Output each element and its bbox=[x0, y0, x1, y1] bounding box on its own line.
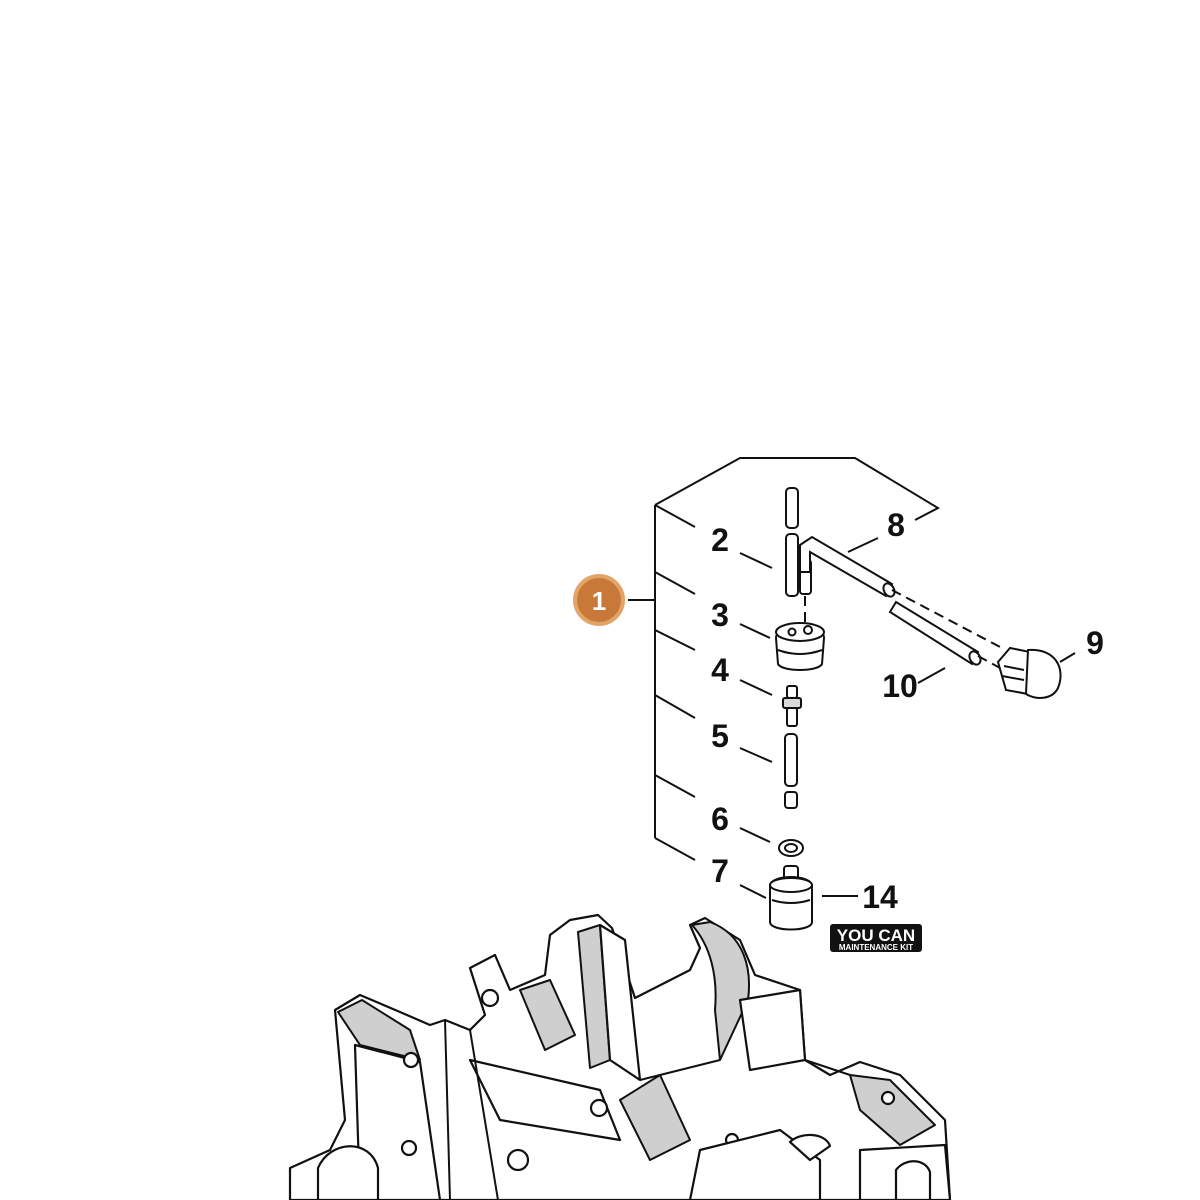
callout-6[interactable]: 6 bbox=[711, 801, 771, 843]
callout-7[interactable]: 7 bbox=[711, 853, 767, 899]
callout-4[interactable]: 4 bbox=[711, 652, 773, 696]
part-10-hose bbox=[888, 600, 982, 666]
callout-4-label: 4 bbox=[711, 652, 729, 688]
callout-5-label: 5 bbox=[711, 718, 729, 754]
assembly-bracket bbox=[628, 457, 941, 861]
callout-8-label: 8 bbox=[887, 507, 905, 543]
callout-3-label: 3 bbox=[711, 597, 729, 633]
kit-logo-brand: YOU CAN bbox=[837, 926, 915, 945]
callout-3[interactable]: 3 bbox=[711, 597, 771, 639]
callout-6-label: 6 bbox=[711, 801, 729, 837]
part-6-oring bbox=[778, 839, 804, 857]
callout-10-label: 10 bbox=[882, 668, 918, 704]
part-3-grommet bbox=[774, 622, 826, 671]
assembly-badge-number: 1 bbox=[592, 586, 606, 616]
callout-7-label: 7 bbox=[711, 853, 729, 889]
callout-9-label: 9 bbox=[1086, 625, 1104, 661]
part-2-hose bbox=[785, 487, 812, 597]
callout-2[interactable]: 2 bbox=[711, 522, 773, 569]
assembly-badge[interactable]: 1 bbox=[573, 574, 625, 626]
callout-14-label: 14 bbox=[862, 879, 898, 915]
callout-9[interactable]: 9 bbox=[1059, 625, 1104, 663]
callout-5[interactable]: 5 bbox=[711, 718, 773, 763]
part-7-pickup-body bbox=[769, 865, 813, 931]
part-8-bent-hose bbox=[799, 535, 896, 598]
callout-10[interactable]: 10 bbox=[882, 667, 946, 704]
part-5-hose bbox=[784, 733, 798, 809]
callout-8[interactable]: 8 bbox=[847, 507, 905, 553]
part-9-primer-bulb bbox=[996, 646, 1062, 699]
kit-logo-subtitle: MAINTENANCE KIT bbox=[839, 943, 913, 952]
callout-2-label: 2 bbox=[711, 522, 729, 558]
maintenance-kit-logo: YOU CAN MAINTENANCE KIT bbox=[830, 924, 922, 952]
callout-14[interactable]: 14 bbox=[822, 879, 898, 915]
part-4-fitting bbox=[782, 685, 802, 727]
assembly-guides bbox=[804, 589, 1003, 669]
housing-illustration bbox=[288, 913, 952, 1200]
